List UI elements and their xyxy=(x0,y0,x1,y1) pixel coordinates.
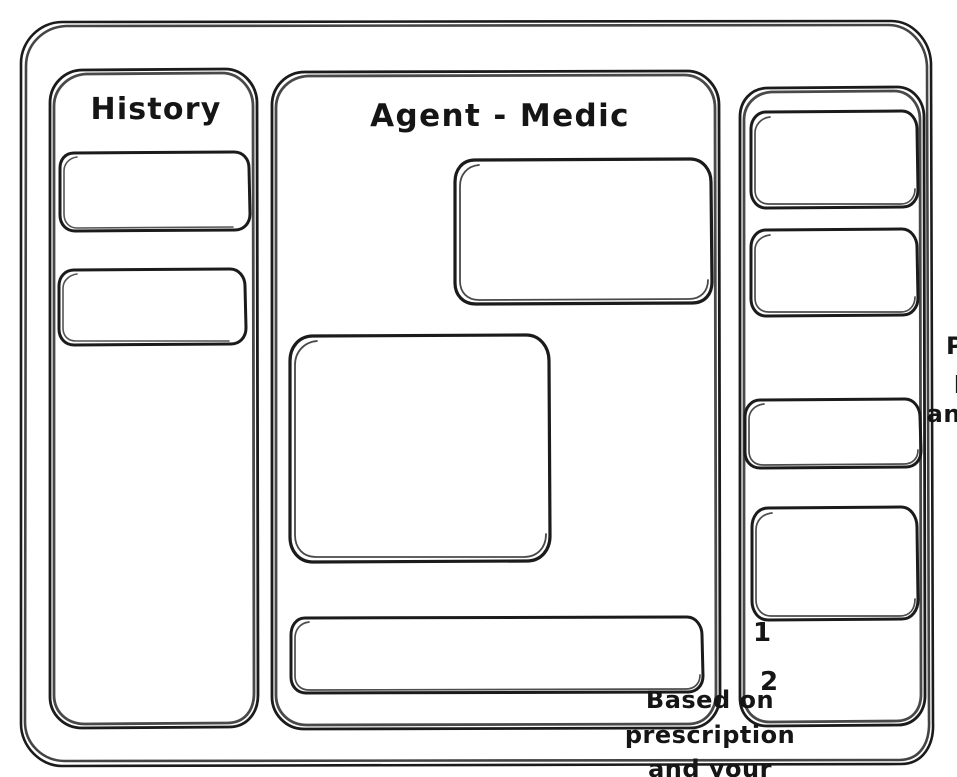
tool-card-doc-source[interactable]: Doc source xyxy=(752,507,918,620)
doc-source-list-item-2[interactable]: 2 xyxy=(760,667,779,697)
tool-card-params[interactable]: params xyxy=(745,399,921,468)
message-composer-input[interactable] xyxy=(291,617,703,693)
history-item-1[interactable] xyxy=(60,152,250,231)
assistant-message-bubble: Based on prescription and your health, y… xyxy=(290,335,795,777)
doc-source-list-item-1[interactable]: 1 xyxy=(753,618,772,648)
history-item-2[interactable] xyxy=(59,269,246,345)
tool-card-llm[interactable]: LLM xyxy=(751,111,918,208)
page-title: Agent - Medic xyxy=(370,98,630,134)
tool-card-ocr[interactable]: OCR xyxy=(751,229,918,316)
history-panel-title: History xyxy=(90,92,222,127)
user-message-text: Pls check the prescription and recommend xyxy=(926,332,957,429)
assistant-message-text: Based on prescription and your health, y… xyxy=(624,686,796,777)
user-message-bubble: Pls check the prescription and recommend xyxy=(455,159,957,428)
